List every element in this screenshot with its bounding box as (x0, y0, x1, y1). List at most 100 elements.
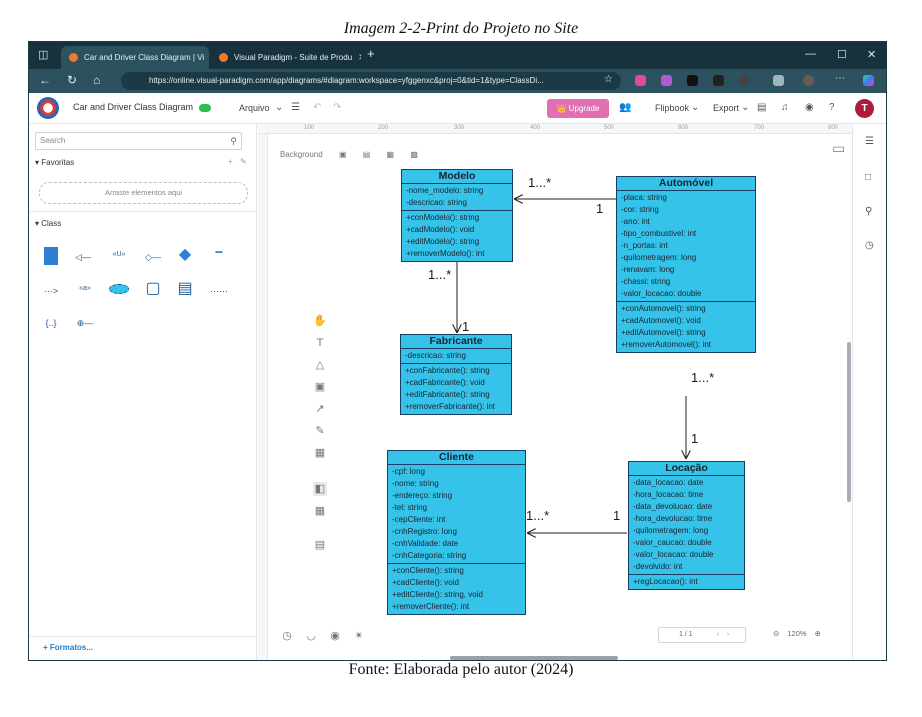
class-attribute[interactable]: -nome: string (392, 479, 439, 488)
class-operation[interactable]: +conAutomovel(): string (621, 304, 706, 313)
zoom-in-icon[interactable]: ⊕ (814, 629, 821, 638)
class-attribute[interactable]: -tel: string (392, 503, 428, 512)
page-corner-icon[interactable]: ▭ (832, 140, 846, 156)
note-shape-icon[interactable]: ▤ (177, 280, 193, 297)
class-operation[interactable]: +editModelo(): string (406, 237, 480, 246)
extensions-puzzle-icon[interactable] (773, 75, 784, 86)
zoom-level[interactable]: 120% (787, 629, 807, 638)
format-painter-icon[interactable]: ▤ (314, 539, 326, 551)
close-tab-icon[interactable]: ✕ (358, 52, 361, 63)
class-attribute[interactable]: -cnhRegistro: long (392, 527, 457, 536)
class-attribute[interactable]: -cpf: long (392, 467, 425, 476)
more-formats-link[interactable]: + Formatos... (43, 643, 94, 652)
help-icon[interactable]: ? (829, 102, 835, 113)
properties-icon[interactable]: ☰ (865, 136, 874, 147)
profile-icon[interactable] (803, 75, 814, 86)
class-attribute[interactable]: -valor_locacao: double (633, 550, 714, 559)
class-operation[interactable]: +removerFabricante(): int (405, 402, 496, 411)
favorites-drop-zone[interactable]: Arraste elementos aqui (39, 182, 248, 204)
minimize-icon[interactable]: — (805, 48, 816, 60)
collaborators-icon[interactable]: 👥 (619, 102, 632, 113)
class-attribute[interactable]: -cor: string (621, 205, 659, 214)
uml-class-locacao[interactable]: Locação -data_locacao: date -hora_locacao:… (628, 461, 745, 590)
class-operation[interactable]: +cadFabricante(): void (405, 378, 485, 387)
collaboration-shape-icon[interactable] (109, 281, 129, 301)
class-attribute[interactable]: -valor_locacao: double (621, 289, 702, 298)
home-icon[interactable]: ⌂ (93, 73, 101, 87)
more-menu-icon[interactable]: ⋯ (835, 73, 845, 84)
class-attribute[interactable]: -chassi: string (621, 277, 671, 286)
usage-shape-icon[interactable]: «U» (112, 251, 126, 258)
uml-class-cliente[interactable]: Cliente-cpf: long-nome: string-endereço:… (387, 450, 526, 615)
class-attribute[interactable]: -descricao: string (406, 198, 467, 207)
zoom-out-icon[interactable]: ⊝ (773, 629, 780, 638)
vertical-scrollbar[interactable] (847, 342, 851, 502)
class-operation[interactable]: +cadCliente(): void (392, 578, 459, 587)
association-shape-icon[interactable]: ◇— (145, 252, 161, 262)
class-operation[interactable]: +editCliente(): string, void (392, 590, 483, 599)
interface-diamond-shape-icon[interactable]: ◆ (178, 246, 192, 263)
export-menu[interactable]: Export (713, 103, 740, 113)
class-attribute[interactable]: -endereço: string (392, 491, 453, 500)
class-name[interactable]: Automóvel (617, 177, 755, 191)
package-shape-icon[interactable]: ▔ (215, 252, 223, 262)
notifications-bell-icon[interactable]: ♫ (781, 102, 789, 113)
favorites-section[interactable]: ▾ Favoritas (35, 158, 75, 167)
search-icon[interactable]: ⚲ (230, 136, 237, 146)
class-attribute[interactable]: -ano: int (621, 217, 650, 226)
redo-icon[interactable]: ↷ (333, 102, 342, 113)
visual-paradigm-logo[interactable] (37, 97, 59, 119)
extension-icon[interactable] (635, 75, 646, 86)
extension-icon[interactable] (713, 75, 724, 86)
class-operation[interactable]: +conFabricante(): string (405, 366, 490, 375)
uml-class-modelo[interactable]: Modelo-nome_modelo: string-descricao: st… (401, 169, 513, 262)
flipbook-menu[interactable]: Flipbook (655, 103, 690, 113)
class-attribute[interactable]: -renavam: long (621, 265, 675, 274)
shape-search-input[interactable]: Search ⚲ (35, 132, 242, 150)
containment-shape-icon[interactable]: ⊕— (76, 318, 94, 328)
dependency-shape-icon[interactable]: ⋯> (43, 286, 59, 296)
add-favorite-icon[interactable]: + (228, 157, 233, 166)
prev-page-icon[interactable]: ‹ (716, 631, 719, 638)
hand-tool-icon[interactable]: ✋ (313, 315, 327, 327)
anchor-shape-icon[interactable]: ⋯⋯ (210, 286, 228, 296)
layer-tool-icon[interactable]: ▦ (386, 150, 395, 159)
hamburger-menu-icon[interactable]: ☰ (291, 102, 300, 113)
diagram-canvas[interactable]: 100 200 300 400 500 600 700 800 Backgrou… (258, 124, 852, 660)
folder-shape-icon[interactable]: ▢ (145, 280, 161, 297)
class-operation[interactable]: +cadAutomovel(): void (621, 316, 701, 325)
class-operation[interactable]: +cadModelo(): void (406, 225, 475, 234)
class-attribute[interactable]: -devolvido: int (633, 562, 683, 571)
upgrade-button[interactable]: 👑 Upgrade (547, 99, 609, 118)
class-operation[interactable]: +regLocacao(): int (633, 577, 698, 586)
loop-icon[interactable]: ◡ (306, 630, 316, 642)
class-attribute[interactable]: -data_locacao: date (633, 478, 704, 487)
panel-toggle-icon[interactable]: ◧ (313, 482, 327, 496)
class-operation[interactable]: +conModelo(): string (406, 213, 480, 222)
class-attribute[interactable]: -n_portas: int (621, 241, 668, 250)
crop-tool-icon[interactable]: ▩ (410, 150, 418, 159)
timer-icon[interactable]: ◷ (282, 630, 292, 642)
class-operation[interactable]: +removerModelo(): int (406, 249, 485, 258)
diagram-title[interactable]: Car and Driver Class Diagram (73, 102, 194, 112)
extension-icon[interactable] (739, 75, 750, 86)
class-operation[interactable]: +removerAutomovel(): int (621, 340, 712, 349)
class-attribute[interactable]: -nome_modelo: string (406, 186, 484, 195)
connector-tool-icon[interactable]: ↗ (315, 403, 325, 415)
undo-icon[interactable]: ↶ (313, 102, 322, 113)
class-attribute[interactable]: -cepCliente: int (392, 515, 446, 524)
class-attribute[interactable]: -quilometragem: long (621, 253, 697, 262)
reload-icon[interactable]: ↻ (67, 73, 78, 87)
extension-icon[interactable] (661, 75, 672, 86)
search-icon[interactable]: ⚲ (865, 206, 873, 217)
class-operation[interactable]: +editAutomovel(): string (621, 328, 706, 337)
class-attribute[interactable]: -hora_locacao: time (633, 490, 704, 499)
class-shape-icon[interactable] (44, 247, 58, 265)
abstraction-shape-icon[interactable]: «a» (79, 285, 91, 292)
tab-diagram[interactable]: Car and Driver Class Diagram | Vi ✕ (61, 46, 209, 69)
edit-icon[interactable]: ✎ (240, 157, 247, 166)
class-name[interactable]: Locação (629, 462, 744, 476)
class-attribute[interactable]: -quilometragem: long (633, 526, 709, 535)
constraint-shape-icon[interactable]: {..} (45, 318, 57, 328)
close-window-icon[interactable]: ✕ (867, 49, 877, 61)
